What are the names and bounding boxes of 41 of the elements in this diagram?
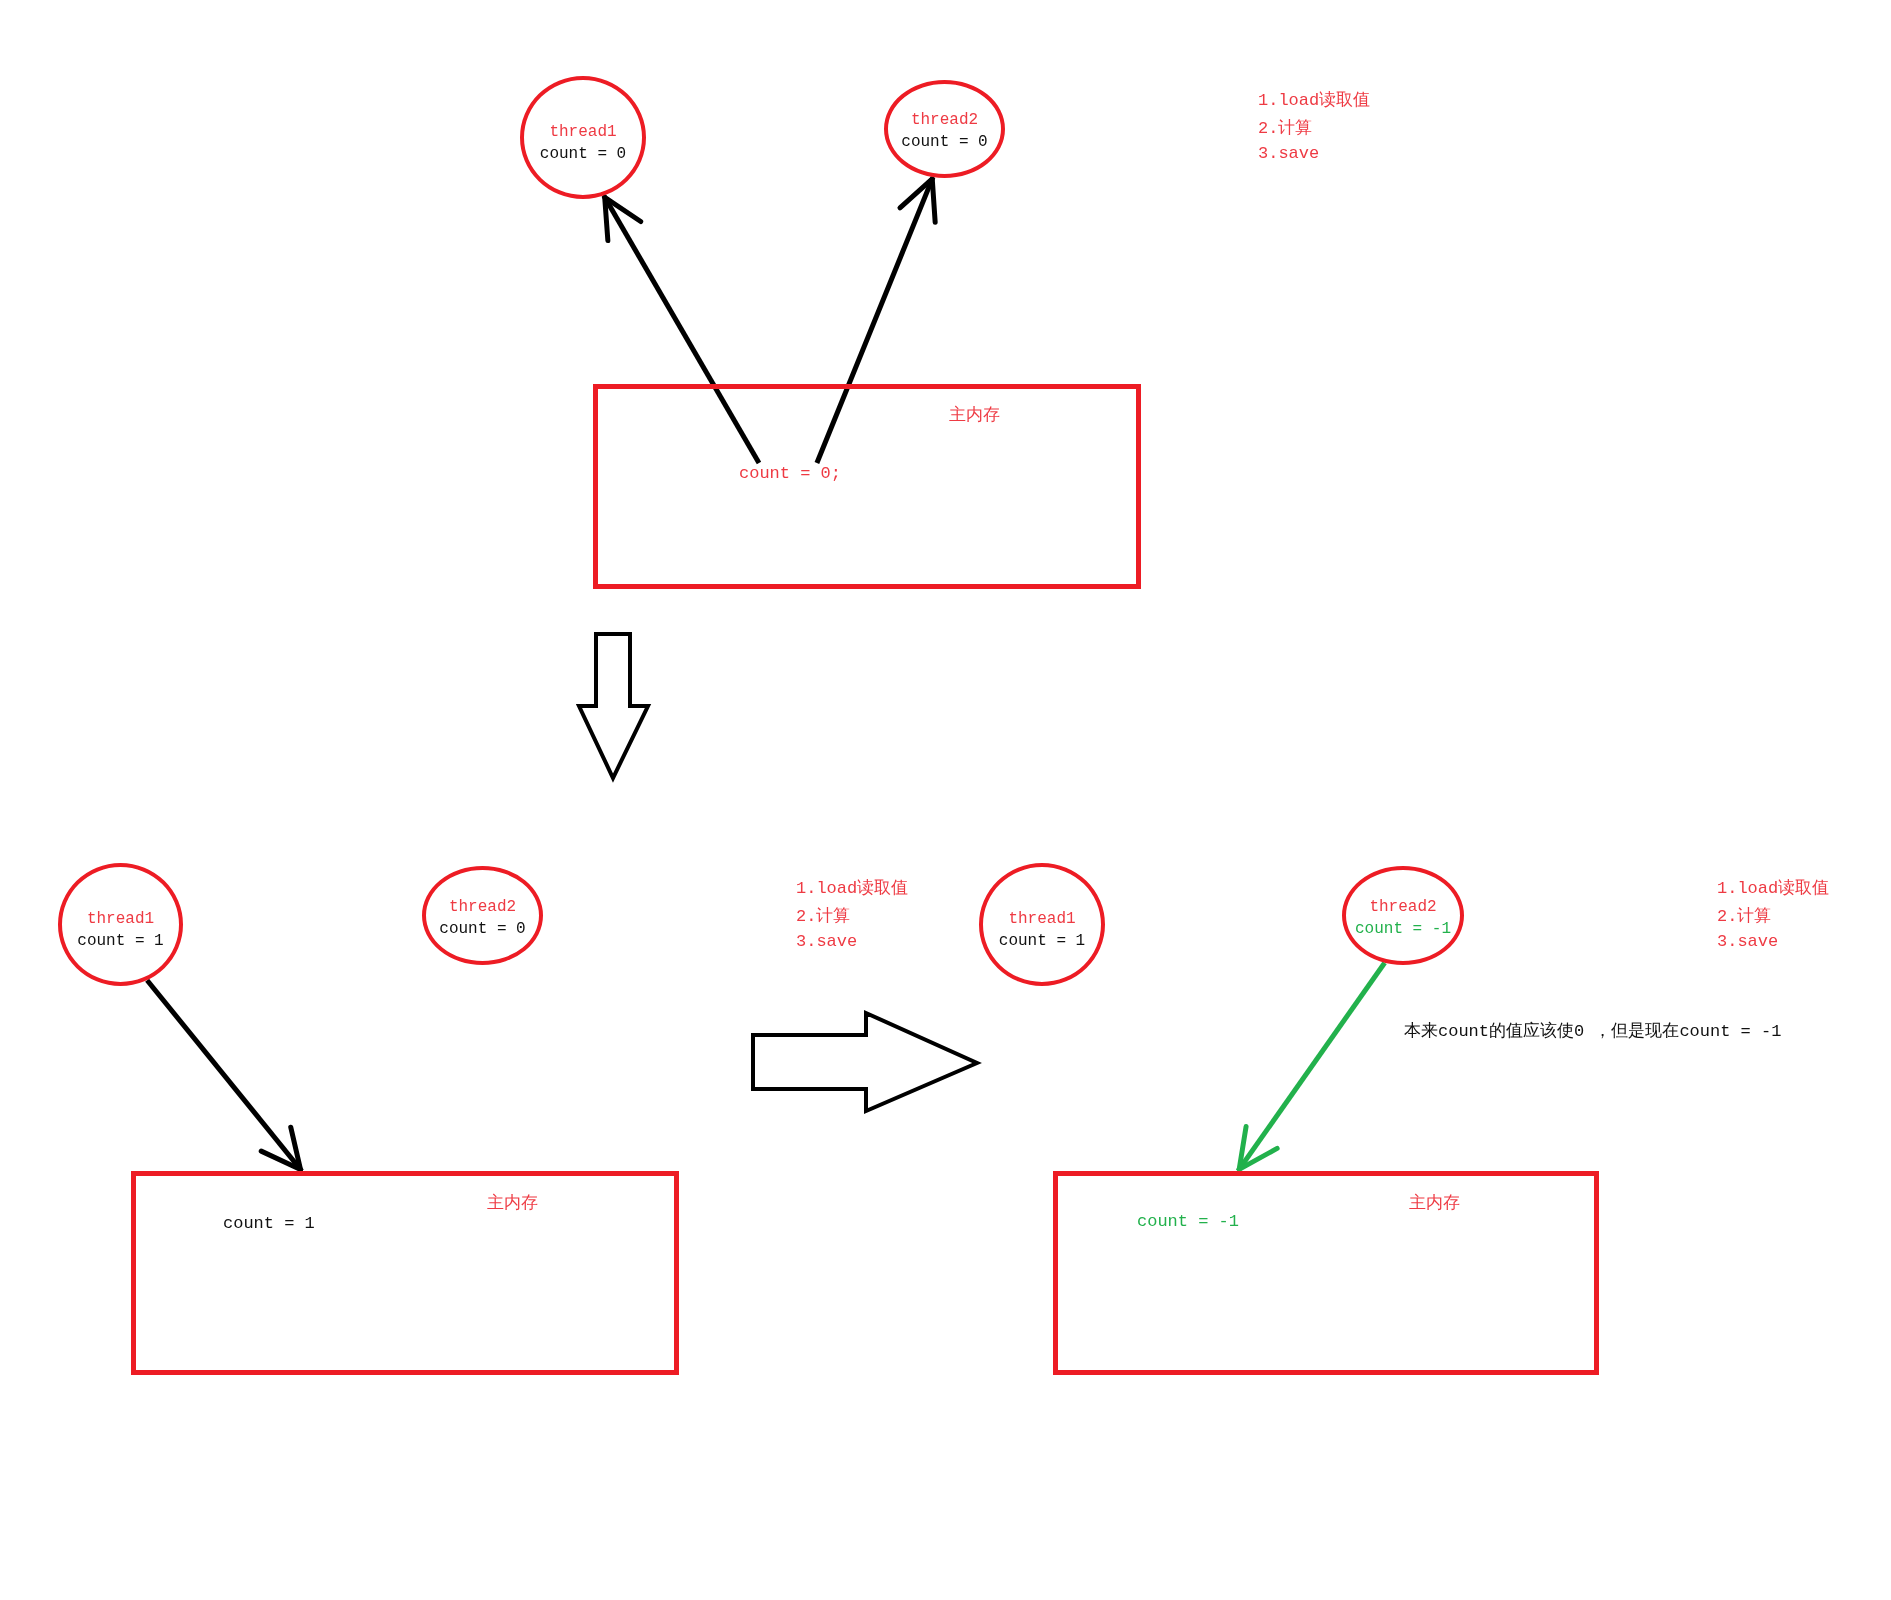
count-text: count = 1 [223, 1213, 315, 1235]
memory-label: 主内存 [1409, 1193, 1460, 1215]
step-text: 3.save [1717, 931, 1779, 953]
memory-box [1053, 1171, 1599, 1375]
memory-box [131, 1171, 679, 1375]
thread-circle [884, 80, 1005, 178]
step-text: 1.load读取值 [1258, 90, 1371, 112]
step-text: 1.load读取值 [796, 878, 909, 900]
step-text: 2.计算 [1258, 118, 1313, 140]
arrow [814, 176, 938, 464]
memory-label: 主内存 [487, 1193, 538, 1215]
thread-circle [422, 866, 543, 965]
memory-label: 主内存 [949, 405, 1000, 427]
count-text: count = 1 [998, 930, 1086, 952]
step-text: 1.load读取值 [1717, 878, 1830, 900]
thread-name: thread1 [549, 121, 617, 143]
thread-name: thread2 [910, 110, 979, 131]
arrow [601, 194, 762, 465]
count-text: count = 0 [901, 132, 988, 153]
thread-name: thread2 [448, 896, 517, 918]
count-text: count = 0 [439, 918, 526, 940]
thread-name: thread1 [86, 908, 155, 930]
thread-circle [979, 863, 1105, 986]
thread-circle [58, 863, 183, 986]
thread-circle [1342, 866, 1464, 965]
memory-box [593, 384, 1141, 589]
step-text: 3.save [1258, 143, 1320, 165]
thread-name: thread2 [1369, 896, 1437, 918]
arrow [1235, 961, 1387, 1173]
thread-circle [520, 76, 646, 199]
thread-name: thread1 [1008, 908, 1076, 930]
count-text: count = 0; [739, 463, 842, 485]
step-text: 2.计算 [1717, 906, 1772, 928]
step-text: 2.计算 [796, 906, 851, 928]
step-text: 3.save [796, 931, 858, 953]
note-text: 本来count的值应该使0 ，但是现在count = -1 [1404, 1021, 1782, 1043]
count-text: count = 1 [77, 930, 164, 952]
count-text: count = -1 [1355, 918, 1451, 940]
count-text: count = -1 [1137, 1211, 1240, 1233]
count-text: count = 0 [539, 143, 627, 165]
arrow [145, 978, 304, 1173]
